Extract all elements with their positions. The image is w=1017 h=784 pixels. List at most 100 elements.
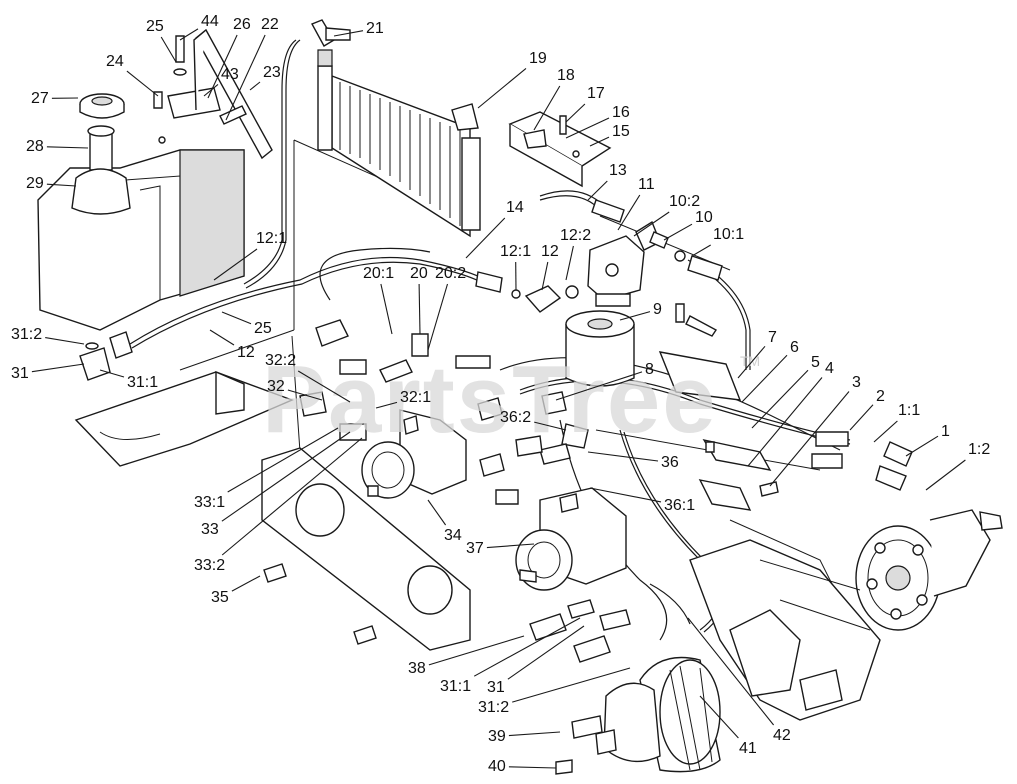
valve-bracket — [658, 303, 779, 511]
leader-line — [473, 617, 581, 677]
hydraulic-tank — [37, 149, 245, 331]
oil-filter — [565, 310, 635, 387]
leader-line — [534, 421, 567, 431]
leader-line — [179, 28, 199, 41]
leader-line — [663, 223, 693, 241]
pump-mount-plate — [261, 447, 471, 651]
leader-line — [587, 180, 608, 201]
callout-label: 11 — [638, 176, 655, 193]
leader-line — [221, 437, 363, 556]
callout-label: 33:1 — [194, 494, 225, 511]
callout-label: 2 — [876, 388, 885, 405]
callout-c-5: 5 — [751, 354, 820, 429]
callout-c-38: 38 — [408, 635, 525, 677]
callout-label: 9 — [653, 301, 662, 318]
callout-c-16: 16 — [565, 104, 630, 139]
leader-line — [486, 543, 535, 549]
callout-c-18: 18 — [533, 67, 575, 131]
callout-c-29: 29 — [26, 175, 77, 192]
callout-label: 20 — [410, 265, 428, 282]
tank-bracket — [167, 28, 273, 160]
callout-c-12-1b: 12:1 — [500, 243, 531, 291]
leader-line — [418, 283, 421, 335]
callout-label: 5 — [811, 354, 820, 371]
leader-line — [751, 369, 809, 429]
leader-line — [231, 575, 261, 592]
leader-line — [533, 85, 561, 131]
leader-line — [691, 244, 711, 257]
callout-c-12b: 12 — [209, 329, 255, 361]
callout-c-31-2b: 31:2 — [478, 667, 631, 716]
callout-label: 10 — [695, 209, 713, 226]
callout-c-25a: 25 — [146, 18, 177, 63]
callout-c-32-2: 32:2 — [265, 352, 351, 403]
leader-line — [507, 625, 585, 680]
callout-c-36: 36 — [587, 451, 679, 471]
callout-label: 28 — [26, 138, 44, 155]
callout-c-36-2: 36:2 — [500, 409, 567, 431]
leader-line — [375, 401, 398, 409]
filler-cap — [79, 93, 125, 119]
callout-c-27: 27 — [31, 90, 79, 107]
fittings-middle — [299, 319, 589, 505]
callout-c-26: 26 — [207, 16, 251, 99]
callout-c-20: 20 — [410, 265, 428, 335]
callout-label: 23 — [263, 64, 281, 81]
callout-c-44: 44 — [179, 13, 219, 41]
callout-c-36-1: 36:1 — [589, 487, 695, 514]
leader-line — [45, 337, 85, 345]
tank-filler-neck — [71, 125, 131, 215]
leader-line — [747, 377, 823, 467]
callout-label: 31:2 — [11, 326, 42, 343]
callout-label: 31:1 — [127, 374, 158, 391]
callout-c-11: 11 — [617, 176, 655, 231]
leader-line — [287, 389, 323, 401]
callout-c-6: 6 — [741, 339, 799, 403]
callout-c-31-2a: 31:2 — [11, 326, 85, 345]
leader-line — [699, 695, 739, 739]
callout-c-1-2: 1:2 — [925, 441, 990, 491]
leader-line — [687, 617, 775, 726]
callout-label: 20:1 — [363, 265, 394, 282]
callout-label: 10:2 — [669, 193, 700, 210]
bolts-lower — [263, 563, 377, 645]
callout-label: 7 — [768, 329, 777, 346]
callout-c-19: 19 — [477, 50, 547, 109]
fittings-right — [475, 199, 723, 313]
callout-c-3: 3 — [769, 374, 861, 487]
callout-c-24: 24 — [106, 53, 159, 97]
callout-label: 41 — [739, 740, 757, 757]
callout-c-9: 9 — [619, 301, 662, 321]
leader-line — [508, 766, 557, 769]
callout-c-32: 32 — [267, 378, 323, 401]
leader-line — [617, 194, 641, 231]
callout-label: 42 — [773, 727, 791, 744]
leader-line — [225, 34, 266, 121]
callout-label: 32:1 — [400, 389, 431, 406]
leader-line — [427, 499, 447, 526]
callout-label: 32:2 — [265, 352, 296, 369]
leader-line — [589, 136, 610, 147]
callout-c-13: 13 — [587, 162, 627, 201]
callout-label: 3 — [852, 374, 861, 391]
callout-c-8: 8 — [555, 361, 654, 401]
callout-label: 20:2 — [435, 265, 466, 282]
callout-c-28: 28 — [26, 138, 89, 155]
pump-lower — [515, 487, 627, 591]
leader-line — [741, 354, 788, 403]
leader-line — [428, 635, 525, 666]
leader-line — [221, 311, 252, 325]
quick-couplers — [811, 431, 913, 491]
check-valve-left — [79, 331, 133, 381]
callout-c-1: 1 — [905, 423, 950, 457]
callout-c-21: 21 — [333, 20, 384, 37]
callout-label: 1:2 — [968, 441, 990, 458]
callout-label: 22 — [261, 16, 279, 33]
leader-line — [207, 34, 238, 99]
leader-line — [512, 667, 631, 703]
leader-line — [46, 146, 89, 149]
callout-label: 4 — [825, 360, 834, 377]
callout-c-42: 42 — [687, 617, 791, 744]
leader-line — [46, 183, 77, 187]
